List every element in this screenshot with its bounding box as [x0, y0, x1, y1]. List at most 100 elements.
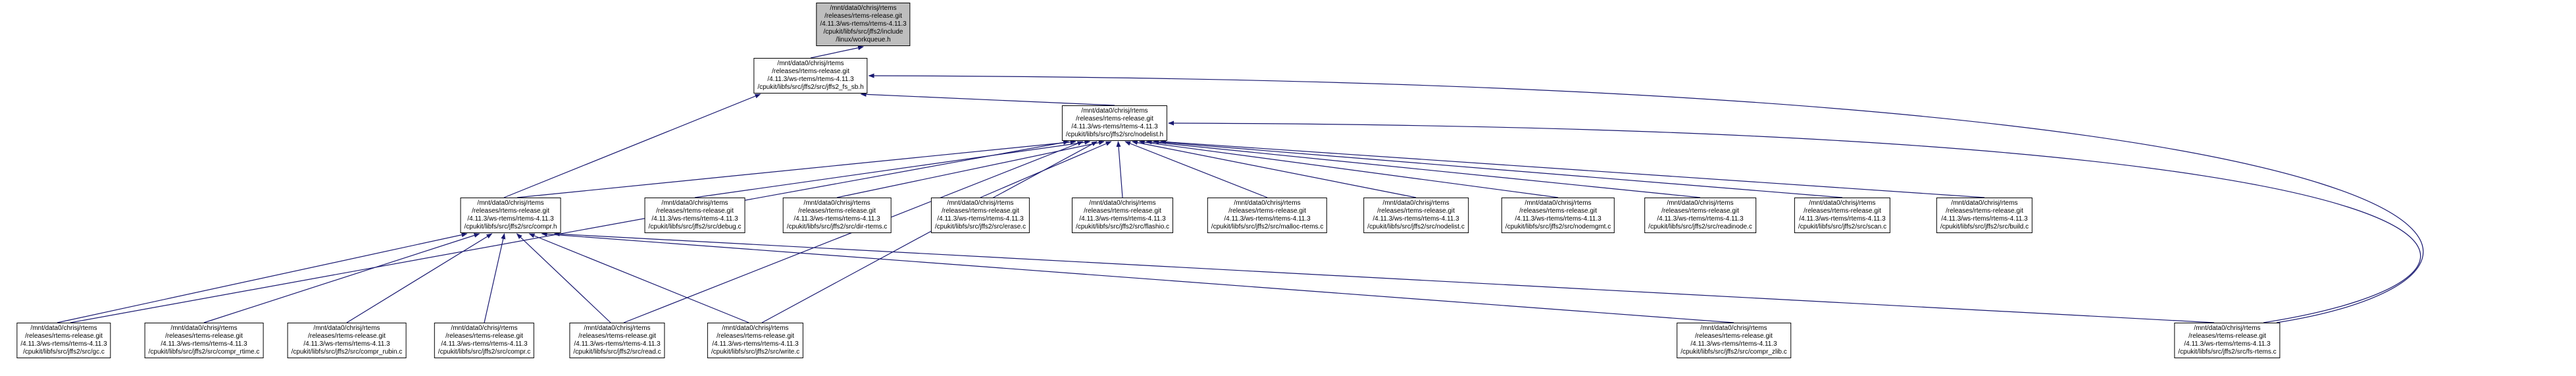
node-path-line: /cpukit/libfs/src/jffs2/src/scan.c	[1798, 223, 1887, 230]
node-path-line: /releases/rtems-release.git	[308, 333, 386, 340]
node-path-line: /cpukit/libfs/src/jffs2/src/debug.c	[648, 223, 742, 230]
node-path-line: /mnt/data0/chrisj/rtems	[477, 200, 544, 207]
node-path-line: /cpukit/libfs/src/jffs2/src/flashio.c	[1075, 223, 1170, 230]
node-path-line: /mnt/data0/chrisj/rtems	[777, 60, 844, 67]
node-path-line: /4.11.3/ws-rtems/rtems-4.11.3	[161, 340, 247, 348]
graph-node-erase-c[interactable]: /mnt/data0/chrisj/rtems/releases/rtems-r…	[930, 198, 1030, 233]
graph-node-build-c[interactable]: /mnt/data0/chrisj/rtems/releases/rtems-r…	[1936, 198, 2033, 233]
graph-node-jffs2-fs-sb-h[interactable]: /mnt/data0/chrisj/rtems/releases/rtems-r…	[753, 58, 868, 94]
graph-node-dir-rtems-c[interactable]: /mnt/data0/chrisj/rtems/releases/rtems-r…	[782, 198, 892, 233]
node-path-line: /4.11.3/ws-rtems/rtems-4.11.3	[937, 215, 1024, 223]
graph-node-fs-rtems-c[interactable]: /mnt/data0/chrisj/rtems/releases/rtems-r…	[2174, 323, 2281, 358]
edge-nodemgmt-c-to-nodelist-h	[1138, 140, 1559, 198]
node-path-line: /cpukit/libfs/src/jffs2/src/compr.c	[438, 348, 531, 356]
node-path-line: /4.11.3/ws-rtems/rtems-4.11.3	[1657, 215, 1744, 223]
node-path-line: /releases/rtems-release.git	[2188, 333, 2266, 340]
node-path-line: /mnt/data0/chrisj/rtems	[1234, 200, 1301, 207]
node-path-line: /mnt/data0/chrisj/rtems	[1382, 200, 1450, 207]
node-path-line: /releases/rtems-release.git	[798, 207, 876, 215]
node-path-line: /mnt/data0/chrisj/rtems	[1951, 200, 2018, 207]
graph-node-compr-zlib-c[interactable]: /mnt/data0/chrisj/rtems/releases/rtems-r…	[1677, 323, 1791, 358]
node-path-line: /mnt/data0/chrisj/rtems	[2194, 325, 2261, 332]
node-path-line: /mnt/data0/chrisj/rtems	[1089, 200, 1156, 207]
graph-node-malloc-rtems-c[interactable]: /mnt/data0/chrisj/rtems/releases/rtems-r…	[1207, 198, 1328, 233]
graph-node-compr-h[interactable]: /mnt/data0/chrisj/rtems/releases/rtems-r…	[460, 198, 561, 233]
node-path-line: /releases/rtems-release.git	[1804, 207, 1881, 215]
graph-node-write-c[interactable]: /mnt/data0/chrisj/rtems/releases/rtems-r…	[707, 323, 804, 358]
node-path-line: /mnt/data0/chrisj/rtems	[170, 325, 238, 332]
node-path-line: /mnt/data0/chrisj/rtems	[1809, 200, 1876, 207]
node-path-line: /4.11.3/ws-rtems/rtems-4.11.3	[712, 340, 799, 348]
node-path-line: /mnt/data0/chrisj/rtems	[313, 325, 380, 332]
edge-compr-h-to-jffs2-fs-sb-h	[503, 94, 761, 198]
graph-node-compr-rubin-c[interactable]: /mnt/data0/chrisj/rtems/releases/rtems-r…	[287, 323, 407, 358]
node-path-line: /mnt/data0/chrisj/rtems	[584, 325, 651, 332]
node-path-line: /mnt/data0/chrisj/rtems	[803, 200, 871, 207]
node-path-line: /releases/rtems-release.git	[1661, 207, 1739, 215]
node-path-line: /4.11.3/ws-rtems/rtems-4.11.3	[20, 340, 107, 348]
node-path-line: /4.11.3/ws-rtems/rtems-4.11.3	[303, 340, 390, 348]
node-path-line: /cpukit/libfs/src/jffs2/src/fs-rtems.c	[2178, 348, 2277, 356]
node-path-line: /4.11.3/ws-rtems/rtems-4.11.3	[441, 340, 528, 348]
node-path-line: /mnt/data0/chrisj/rtems	[1081, 107, 1148, 115]
graph-node-compr-c[interactable]: /mnt/data0/chrisj/rtems/releases/rtems-r…	[434, 323, 535, 358]
graph-node-scan-c[interactable]: /mnt/data0/chrisj/rtems/releases/rtems-r…	[1794, 198, 1891, 233]
node-path-line: /releases/rtems-release.git	[656, 207, 734, 215]
graph-node-compr-rtime-c[interactable]: /mnt/data0/chrisj/rtems/releases/rtems-r…	[144, 323, 264, 358]
node-path-line: /releases/rtems-release.git	[772, 68, 849, 75]
edge-gc-c-to-nodelist-h	[70, 140, 1069, 323]
edge-compr-h-to-nodelist-h	[517, 140, 1076, 198]
graph-node-read-c[interactable]: /mnt/data0/chrisj/rtems/releases/rtems-r…	[569, 323, 665, 358]
edge-fs-rtems-c-to-compr-h	[553, 231, 2215, 323]
node-path-line: /4.11.3/ws-rtems/rtems-4.11.3	[1515, 215, 1602, 223]
node-path-line: /linux/workqueue.h	[836, 36, 891, 43]
node-path-line: /cpukit/libfs/src/jffs2/src/erase.c	[934, 223, 1026, 230]
node-path-line: /mnt/data0/chrisj/rtems	[661, 200, 728, 207]
node-path-line: /4.11.3/ws-rtems/rtems-4.11.3	[1690, 340, 1777, 348]
node-path-line: /releases/rtems-release.git	[1519, 207, 1597, 215]
graph-node-debug-c[interactable]: /mnt/data0/chrisj/rtems/releases/rtems-r…	[644, 198, 745, 233]
node-path-line: /4.11.3/ws-rtems/rtems-4.11.3	[1071, 123, 1158, 130]
graph-node-nodelist-c[interactable]: /mnt/data0/chrisj/rtems/releases/rtems-r…	[1363, 198, 1469, 233]
node-path-line: /4.11.3/ws-rtems/rtems-4.11.3	[1224, 215, 1311, 223]
graph-node-nodemgmt-c[interactable]: /mnt/data0/chrisj/rtems/releases/rtems-r…	[1501, 198, 1615, 233]
edge-write-c-to-compr-h	[528, 233, 749, 323]
node-path-line: /4.11.3/ws-rtems/rtems-4.11.3	[651, 215, 738, 223]
node-path-line: /releases/rtems-release.git	[472, 207, 549, 215]
node-path-line: /releases/rtems-release.git	[717, 333, 794, 340]
node-path-line: /releases/rtems-release.git	[1228, 207, 1306, 215]
edge-dir-rtems-c-to-nodelist-h	[836, 140, 1105, 198]
graph-node-gc-c[interactable]: /mnt/data0/chrisj/rtems/releases/rtems-r…	[16, 323, 111, 358]
node-path-line: /mnt/data0/chrisj/rtems	[830, 5, 897, 12]
node-path-line: /mnt/data0/chrisj/rtems	[30, 325, 97, 332]
node-path-line: /cpukit/libfs/src/jffs2/src/dir-rtems.c	[786, 223, 888, 230]
node-path-line: /mnt/data0/chrisj/rtems	[1525, 200, 1592, 207]
edge-scan-c-to-nodelist-h	[1153, 140, 1843, 198]
node-path-line: /cpukit/libfs/src/jffs2/src/build.c	[1940, 223, 2029, 230]
node-path-line: /cpukit/libfs/src/jffs2/src/compr.h	[464, 223, 557, 230]
node-path-line: /4.11.3/ws-rtems/rtems-4.11.3	[1941, 215, 2028, 223]
graph-node-readinode-c[interactable]: /mnt/data0/chrisj/rtems/releases/rtems-r…	[1644, 198, 1756, 233]
node-path-line: /cpukit/libfs/src/jffs2/include	[823, 28, 903, 36]
node-path-line: /releases/rtems-release.git	[1377, 207, 1455, 215]
node-path-line: /4.11.3/ws-rtems/rtems-4.11.3	[574, 340, 661, 348]
node-path-line: /4.11.3/ws-rtems/rtems-4.11.3	[2184, 340, 2271, 348]
node-path-line: /cpukit/libfs/src/jffs2/src/nodelist.h	[1065, 131, 1164, 138]
node-path-line: /releases/rtems-release.git	[1695, 333, 1773, 340]
node-path-line: /cpukit/libfs/src/jffs2/src/compr_zlib.c	[1680, 348, 1787, 356]
edge-jffs2-fs-sb-h-to-workqueue-h	[810, 45, 864, 59]
edge-compr-c-to-compr-h	[484, 233, 506, 323]
graph-node-flashio-c[interactable]: /mnt/data0/chrisj/rtems/releases/rtems-r…	[1071, 198, 1174, 233]
node-path-line: /releases/rtems-release.git	[942, 207, 1019, 215]
edge-gc-c-to-compr-h	[57, 232, 468, 323]
graph-node-nodelist-h[interactable]: /mnt/data0/chrisj/rtems/releases/rtems-r…	[1061, 105, 1168, 141]
edge-debug-c-to-nodelist-h	[694, 140, 1091, 198]
edge-compr-rtime-c-to-compr-h	[203, 233, 480, 323]
edge-compr-rubin-c-to-compr-h	[346, 233, 493, 323]
node-path-line: /cpukit/libfs/src/jffs2/src/malloc-rtems…	[1211, 223, 1324, 230]
edge-erase-c-to-nodelist-h	[980, 141, 1112, 198]
node-path-line: /cpukit/libfs/src/jffs2/src/readinode.c	[1648, 223, 1752, 230]
edge-read-c-to-compr-h	[516, 233, 611, 323]
node-path-line: /releases/rtems-release.git	[1084, 207, 1161, 215]
graph-node-workqueue-h[interactable]: /mnt/data0/chrisj/rtems/releases/rtems-r…	[816, 3, 911, 46]
